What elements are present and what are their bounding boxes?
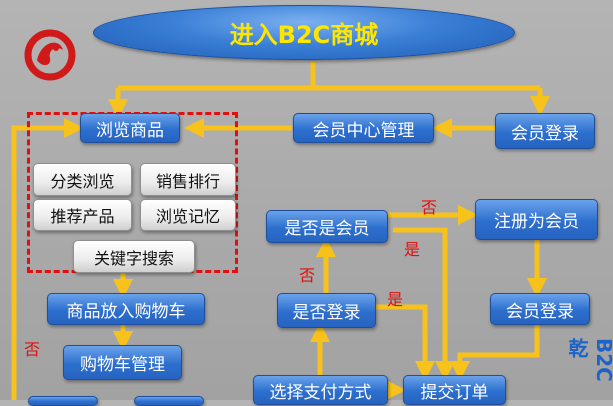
arrow-to-browse xyxy=(118,85,540,113)
label-yes-member: 是 xyxy=(404,240,421,259)
node-member-login: 会员登录 xyxy=(495,113,595,149)
node-keyword-search: 关键字搜索 xyxy=(73,240,195,273)
node-sales-rank: 销售排行 xyxy=(140,163,236,196)
node-history: 浏览记忆 xyxy=(140,199,236,231)
node-is-logged-in: 是否登录 xyxy=(277,293,376,328)
node-is-member: 是否是会员 xyxy=(266,210,388,243)
node-cart-manage: 购物车管理 xyxy=(63,345,182,380)
arrow-login2-to-submit xyxy=(450,325,540,381)
node-login2: 会员登录 xyxy=(490,293,590,325)
node-member-center: 会员中心管理 xyxy=(293,113,434,143)
node-recommend: 推荐产品 xyxy=(33,199,132,231)
node-add-to-cart: 商品放入购物车 xyxy=(47,293,205,325)
node-register: 注册为会员 xyxy=(475,199,598,240)
label-yes-login: 是 xyxy=(387,290,404,309)
logo-icon xyxy=(24,29,76,81)
side-brand-text: B2C乾 xyxy=(565,338,613,382)
label-no-login: 否 xyxy=(299,266,316,285)
node-partial-right xyxy=(134,396,204,406)
node-browse: 浏览商品 xyxy=(80,113,180,143)
title-node: 进入B2C商城 xyxy=(93,5,515,60)
node-select-payment: 选择支付方式 xyxy=(253,375,388,405)
node-submit-order: 提交订单 xyxy=(403,375,506,405)
node-partial-left xyxy=(28,396,98,406)
arrow-left-no xyxy=(11,118,84,400)
node-category: 分类浏览 xyxy=(33,163,132,196)
arrow-member-yes xyxy=(393,227,455,381)
label-no-left: 否 xyxy=(24,340,41,359)
arrow-login-yes xyxy=(376,304,435,381)
label-no-register: 否 xyxy=(421,198,438,217)
